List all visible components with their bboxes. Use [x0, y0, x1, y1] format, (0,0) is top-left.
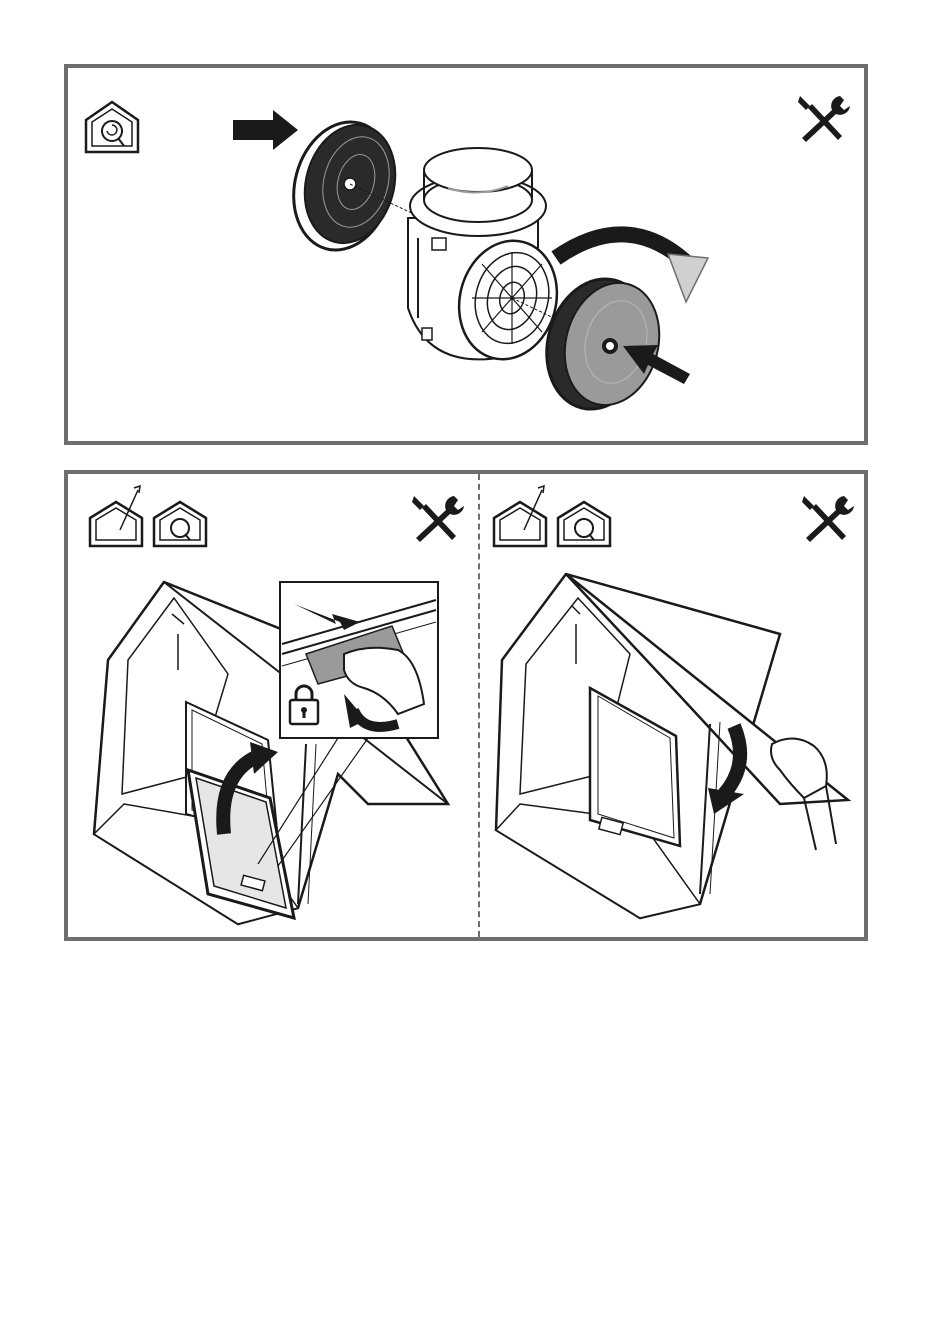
tools-icon [802, 496, 854, 542]
extraction-house-icon [90, 486, 142, 546]
push-arrow-left [233, 110, 298, 150]
step-panel-top [64, 64, 868, 445]
step-bottom-left-illustration [68, 474, 474, 937]
step-top-illustration [68, 68, 872, 449]
step-panel-bottom [64, 470, 868, 941]
step-bottom-right-illustration [480, 474, 876, 937]
extraction-house-icon [494, 486, 546, 546]
recirculation-house-icon [154, 502, 206, 546]
recirculation-house-icon [558, 502, 610, 546]
charcoal-filter-left [280, 111, 418, 261]
tools-icon [412, 496, 464, 542]
tools-icon [798, 96, 850, 142]
recirculation-house-icon [86, 102, 138, 152]
